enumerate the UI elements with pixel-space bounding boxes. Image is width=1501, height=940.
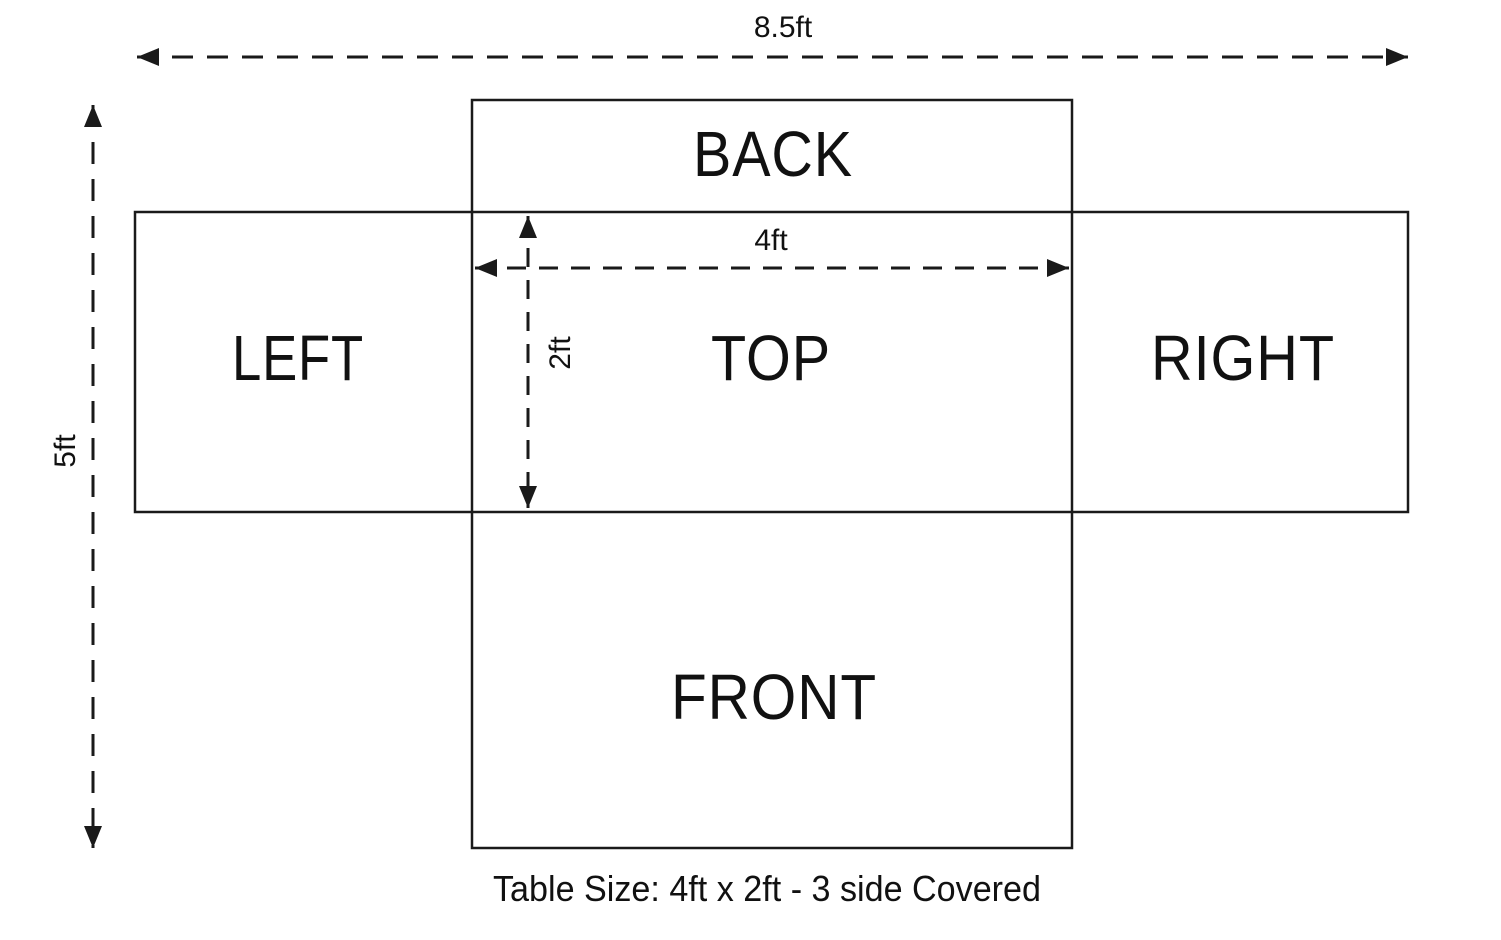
top-width-dimension-label: 4ft [754,224,788,257]
back-panel-label: BACK [693,118,853,190]
overall-width-dimension-label: 8.5ft [754,11,813,44]
left-panel-label: LEFT [232,322,364,394]
top-panel-label: TOP [711,322,831,394]
table-size-caption: Table Size: 4ft x 2ft - 3 side Covered [493,868,1041,909]
center-column-outline [470,98,1074,850]
front-panel-label: FRONT [671,661,877,733]
overall-height-dimension-label: 5ft [49,434,82,468]
side-band-outline [133,210,1410,514]
right-panel-label: RIGHT [1151,322,1335,394]
top-depth-dimension-label: 2ft [544,336,577,370]
